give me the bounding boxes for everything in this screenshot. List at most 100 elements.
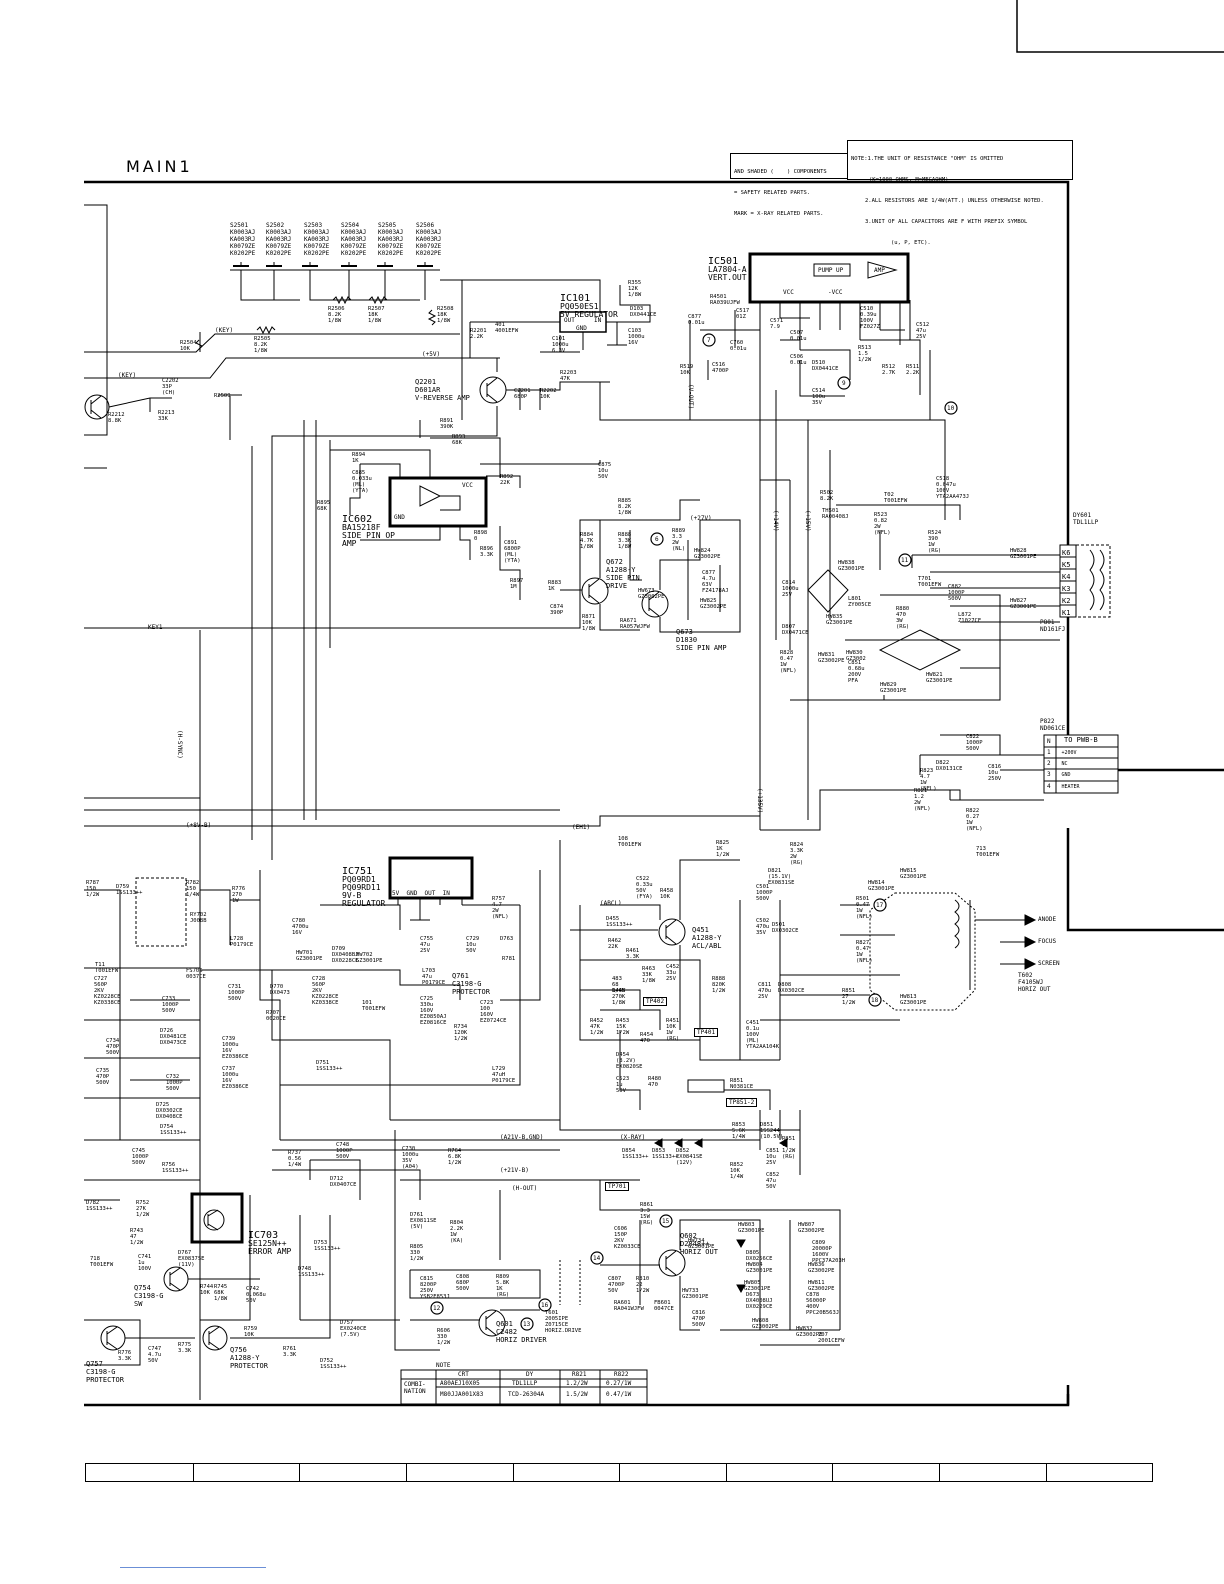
component-label-c732: C732 1000P 500V (166, 1074, 183, 1092)
component-label-r2506: R2506 8.2K 1/8W (328, 306, 345, 324)
component-label-r2203: R2203 47K (560, 370, 577, 382)
component-label-r2202: R2202 10K (540, 388, 557, 400)
strip-divider (619, 1464, 620, 1481)
component-label-c891: C891 6800P (ML) (YTA) (504, 540, 521, 564)
ic703-ref: IC703 (248, 1230, 279, 1241)
component-label-c815: C815 8200P 250V YSB2E853J (420, 1276, 450, 1300)
component-label-d712: D712 DX0407CE (330, 1176, 357, 1188)
component-label-c729: C729 10u 50V (466, 936, 480, 954)
safety-note-box: AND SHADED ( ) COMPONENTS = SAFETY RELAT… (730, 153, 850, 217)
component-label-d673: D673 DX4008UJ DX0229CE (746, 1292, 773, 1310)
fbt-focus: FOCUS (1038, 938, 1057, 945)
component-label-c502: C502 470u 35V (756, 918, 770, 936)
component-label-t701: T701 T001EFW (918, 576, 942, 588)
component-label-r885: R885 8.2K 1/8W (618, 498, 632, 516)
general-note-line-5: (u, P, ETC). (891, 240, 931, 246)
test-point: TP701 (605, 1182, 630, 1191)
component-label-c747: C747 4.7u 50V (148, 1346, 162, 1364)
component-label-c816: C816 10u 250V (988, 764, 1002, 782)
component-label-c723: C723 100 160V EZ0724CE (480, 1000, 507, 1024)
ic751-pin-in: IN (442, 890, 450, 897)
table-header-r821: R821 (572, 1371, 587, 1378)
component-label-c506: C506 0.01u (790, 354, 807, 366)
component-label-d752: D752 1SS133++ (320, 1358, 347, 1370)
component-label-c728: C728 560P 2KV KZ0228CE KZ0338CE (312, 976, 339, 1006)
fbt-ref: T602 (1018, 972, 1033, 979)
q672-desc: SIDE PIN DRIVE (606, 574, 640, 590)
safety-note-line-2: = SAFETY RELATED PARTS. (734, 190, 811, 196)
component-label-d853: D853 1SS133++ (652, 1148, 679, 1160)
q754-ref: Q754 (134, 1284, 151, 1292)
component-label-l703: L703 47u P0179CE (422, 968, 446, 986)
component-label-d510: D510 DX0441CE (812, 360, 839, 372)
strip-divider (299, 1464, 300, 1481)
ic751-label: IC751 PQ09RD1 PQ09RD11 9V-B REGULATOR (342, 860, 385, 908)
p822-pin-text: NC (1061, 761, 1068, 767)
ic501-part: LA7804-A (708, 265, 747, 274)
ic101-part: PQ050ES1 (560, 302, 599, 311)
q601-part: C2482 (496, 1328, 518, 1336)
q761-ref: Q761 (452, 972, 469, 980)
table-cell: 0.27/1W (606, 1380, 632, 1387)
component-label-r756: R756 1SS133++ (162, 1162, 189, 1174)
component-label-r897: R897 1M (510, 578, 524, 590)
component-label-hw829: HW829 GZ3001PE (880, 682, 907, 694)
component-label-r822: R822 0.27 1W (NFL) (966, 808, 983, 832)
strip-divider (939, 1464, 940, 1481)
component-label-r888b: R888 820K 1/2W (712, 976, 726, 994)
component-label-t207: 207 2001CEFW (818, 1332, 845, 1344)
ic501-label: IC501 LA7804-A VERT.OUT (708, 250, 747, 282)
test-point: TP401 (694, 1028, 719, 1037)
component-label-d808: D808 DX0302CE (778, 982, 805, 994)
component-label-hw814: HW814 GZ3001PE (868, 880, 895, 892)
component-label-r462: R462 22K (608, 938, 622, 950)
component-label-t601: T601 2005IPE Z0715CE HORIZ.DRIVE (545, 1310, 582, 1334)
p822-pin-3: 3 GND (1047, 771, 1071, 779)
component-label-d748: D748 1SS133++ (298, 1266, 325, 1278)
component-label-c809: C809 20000P 1600V PPC37A203H (812, 1240, 846, 1264)
component-label-r757: R757 4.7 2W (NFL) (492, 896, 509, 920)
component-label-d782: D782 1SS133++ (86, 1200, 113, 1212)
dy601-part: TDL1LLP (1073, 519, 1099, 526)
bus-label: (+14V) (772, 510, 779, 532)
node-number: 16 (541, 1302, 549, 1309)
bus-label: (X-RAY) (620, 1134, 646, 1141)
component-label-r743: R743 47 1/2W (130, 1228, 144, 1246)
q757-desc: PROTECTOR (86, 1376, 124, 1384)
component-label-l801: L801 ZY005CE (848, 596, 872, 608)
component-label-r852: R852 10K 1/4W (730, 1162, 744, 1180)
component-label-d763: D763 (500, 936, 514, 942)
node-number: 9 (842, 380, 846, 387)
component-label-c877b: C877 4.7u 63V FZ4178AJ (702, 570, 729, 594)
component-label-c571: C571 7.9 (770, 318, 784, 330)
component-label-r401: 401 4001EFW (495, 322, 519, 334)
component-label-d726: D726 DX0481CE DX0473CE (160, 1028, 187, 1046)
component-label-c741: C741 1u 100V (138, 1254, 152, 1272)
component-label-c875: C875 10u 50V (598, 462, 612, 480)
switch-parts: K0003AJ KA003RJ K0079ZE K0202PE (378, 229, 404, 257)
component-label-r891: R891 390K (440, 418, 454, 430)
q673-desc: SIDE PIN AMP (676, 644, 727, 652)
component-label-d501: D501 DX0302CE (772, 922, 799, 934)
component-label-r853: R853 5.6K 1/4W (732, 1122, 746, 1140)
q754-label: Q754 C3198-G SW (134, 1284, 164, 1308)
p801-pin: K4 (1062, 573, 1071, 581)
node-number: 12 (433, 1305, 441, 1312)
bus-label: (+27V) (690, 515, 712, 522)
ic751-ref: IC751 (342, 866, 373, 877)
p822-pin-num: 2 (1047, 760, 1051, 767)
component-label-c522: C522 0.33u 50V (FYA) (636, 876, 653, 900)
p822-pin-2: 2 NC (1047, 760, 1068, 768)
ic602-ref: IC602 (342, 514, 373, 525)
q673-label: Q673 D1830 SIDE PIN AMP (676, 628, 727, 652)
p822-pin-n: N (1047, 738, 1051, 745)
q673-ref: Q673 (676, 628, 693, 636)
component-label-c885: C885 0.033u (ML) (YTA) (352, 470, 372, 494)
switch-label: S2502 K0003AJ KA003RJ K0079ZE K0202PE (266, 222, 291, 257)
component-label-c731: C731 1000P 500V (228, 984, 245, 1002)
p801-pin: K1 (1062, 609, 1071, 617)
component-label-hw808: HW808 GZ3002PE (752, 1318, 779, 1330)
component-label-r2213: R2213 33K (158, 410, 175, 422)
strip-divider (1046, 1464, 1047, 1481)
component-label-c760: C760 0.01u (730, 340, 747, 352)
